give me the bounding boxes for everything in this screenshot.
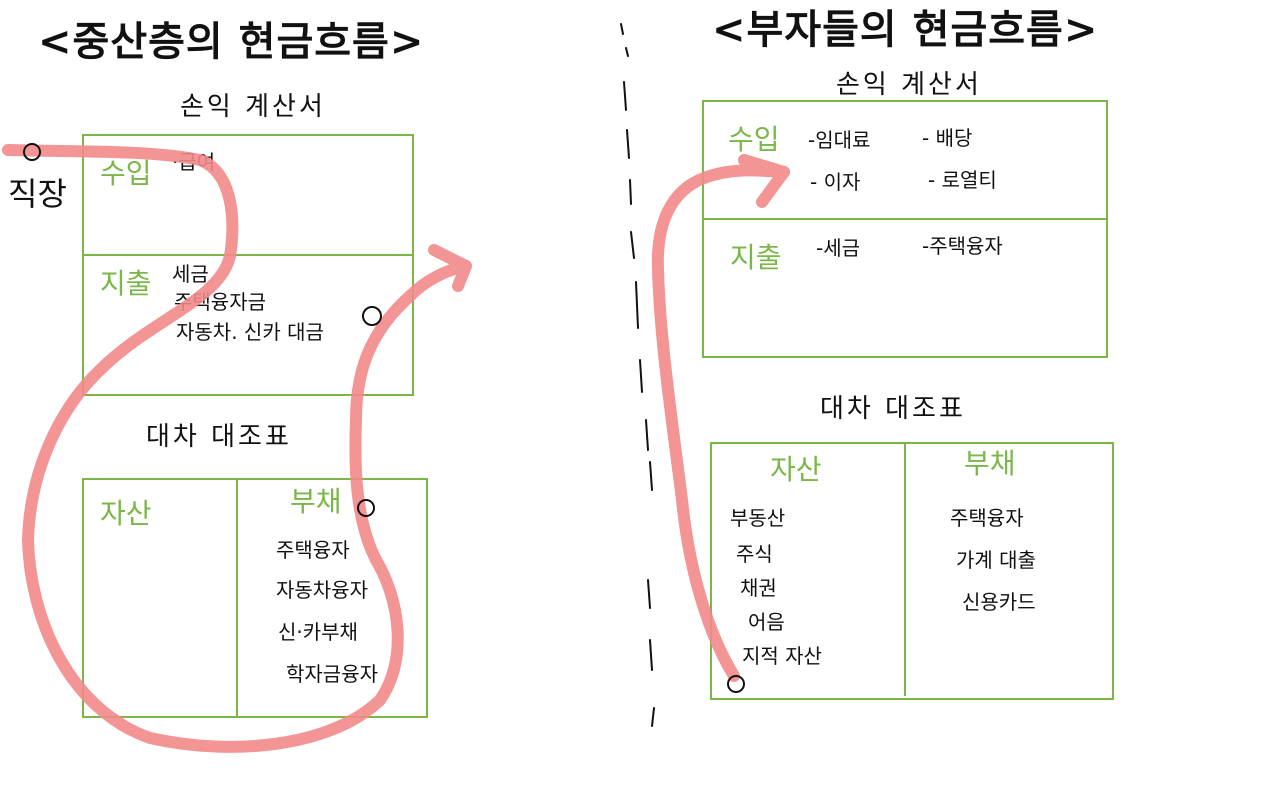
left-expense-label: 지출 [100, 267, 152, 300]
left-income-label: 수입 [100, 157, 152, 190]
left-balance-sheet-heading: 대차 대조표 [146, 422, 292, 452]
flow-markers [23, 143, 745, 693]
right-income-item: - 배당 [922, 126, 973, 150]
left-income-statement-divider [82, 254, 414, 256]
right-asset-item: 어음 [748, 610, 785, 634]
right-liability-item: 가계 대출 [956, 548, 1036, 572]
left-balance-sheet-divider [236, 478, 238, 718]
marker-circle [727, 675, 745, 693]
left-liability-item: 자동차융자 [276, 578, 368, 602]
right-balance-sheet-divider [904, 442, 906, 696]
left-liability-item: 주택융자 [276, 538, 350, 562]
left-asset-label: 자산 [100, 497, 152, 530]
left-liability-label: 부채 [290, 485, 342, 518]
right-income-statement-divider [702, 218, 1108, 220]
right-income-item: -임대료 [808, 128, 871, 152]
right-liability-item: 신용카드 [962, 590, 1036, 614]
right-asset-label: 자산 [770, 453, 822, 486]
right-income-item: - 이자 [810, 170, 861, 194]
marker-circle [23, 143, 41, 161]
marker-circle [357, 499, 375, 517]
left-income-statement-box [82, 134, 414, 396]
left-liability-item: 신·카부채 [278, 620, 358, 644]
left-income-statement-heading: 손익 계산서 [180, 92, 326, 122]
left-title: <중산층의 현금흐름> [38, 19, 425, 65]
right-asset-item: 주식 [736, 542, 773, 566]
page-divider [620, 23, 655, 727]
left-side-label: 직장 [8, 175, 67, 213]
right-balance-sheet-heading: 대차 대조표 [820, 394, 966, 424]
marker-circle [362, 306, 382, 326]
right-expense-item: -세금 [816, 236, 861, 260]
right-liability-item: 주택융자 [950, 506, 1024, 530]
left-cashflow-arrow [2, 144, 472, 753]
right-expense-item: -주택융자 [922, 234, 1003, 258]
left-expense-item: 자동차. 신카 대금 [176, 320, 324, 344]
right-asset-item: 부동산 [730, 506, 786, 530]
right-expense-label: 지출 [730, 241, 782, 274]
right-income-item: - 로열티 [928, 168, 997, 192]
right-income-statement-heading: 손익 계산서 [836, 70, 982, 100]
right-cashflow-arrow [651, 154, 790, 682]
right-asset-item: 지적 자산 [742, 644, 822, 668]
right-balance-sheet-box [710, 442, 1114, 700]
left-liability-item: 학자금융자 [286, 662, 378, 686]
right-income-label: 수입 [728, 123, 780, 156]
right-liability-label: 부채 [964, 447, 1016, 480]
right-title: <부자들의 현금흐름> [712, 7, 1099, 53]
left-balance-sheet-box [82, 478, 428, 718]
right-income-statement-box [702, 100, 1108, 358]
left-expense-item: 세금 [172, 262, 209, 286]
right-asset-item: 채권 [740, 576, 777, 600]
